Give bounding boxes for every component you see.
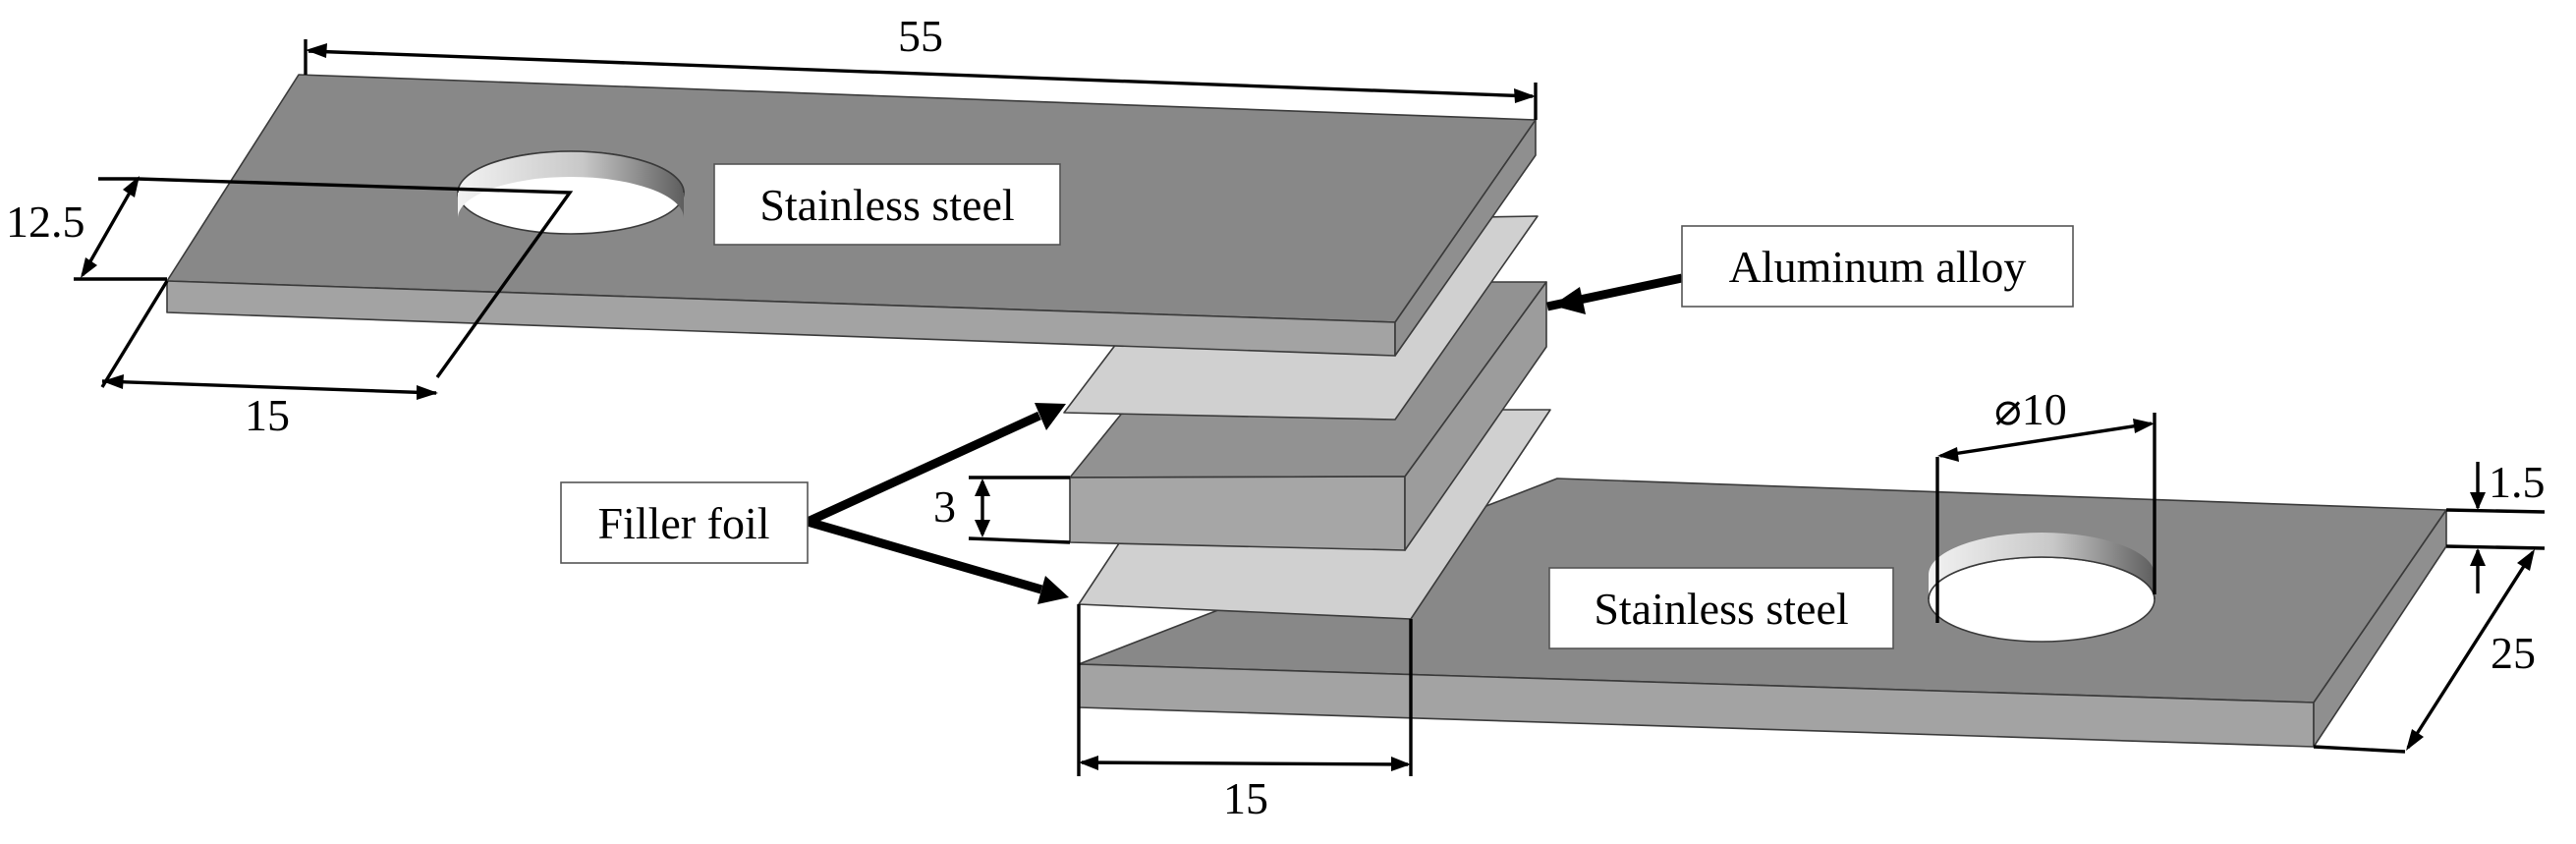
dimension-overlap-length-top-label: 15 xyxy=(245,390,290,440)
dimension-plate-thickness-label: 1.5 xyxy=(2489,457,2546,507)
dimension-overlap-length-bottom: 15 xyxy=(1077,604,1413,823)
label-top-stainless-steel-text: Stainless steel xyxy=(759,180,1014,230)
label-aluminum-alloy: Aluminum alloy xyxy=(1681,225,2074,308)
dimension-hole-diameter: ⌀10 xyxy=(1935,384,2156,623)
dimension-plate-width: 25 xyxy=(2313,549,2536,754)
bottom-plate-hole xyxy=(1928,533,2156,643)
label-top-stainless-steel: Stainless steel xyxy=(713,163,1061,246)
dimension-overlap-length-top: 15 xyxy=(100,280,438,440)
dimension-block-thickness: 3 xyxy=(933,476,1071,544)
dimension-plate-length: 55 xyxy=(304,11,1538,120)
aluminum-block-front-face xyxy=(1069,476,1406,551)
filler-leader-lower xyxy=(806,517,1043,594)
label-bottom-stainless-steel: Stainless steel xyxy=(1548,567,1894,649)
label-filler-foil: Filler foil xyxy=(560,481,809,564)
dimension-plate-thickness: 1.5 xyxy=(2445,457,2546,593)
dimension-block-thickness-label: 3 xyxy=(933,481,956,532)
top-plate-right-face xyxy=(1394,119,1537,357)
aluminum-block-right-face xyxy=(1404,281,1547,551)
dimension-hole-diameter-label: ⌀10 xyxy=(1994,384,2067,434)
dimension-overlap-width: 12.5 xyxy=(6,176,574,378)
dimension-plate-width-label: 25 xyxy=(2491,628,2536,678)
label-aluminum-alloy-text: Aluminum alloy xyxy=(1729,242,2027,292)
label-filler-foil-text: Filler foil xyxy=(597,498,769,548)
dimension-overlap-width-label: 12.5 xyxy=(6,197,85,247)
filler-leader-upper xyxy=(806,411,1041,527)
dimension-plate-length-label: 55 xyxy=(898,11,943,61)
leader-arrows xyxy=(806,273,1683,604)
dimension-overlap-length-bottom-label: 15 xyxy=(1223,773,1268,823)
label-bottom-stainless-steel-text: Stainless steel xyxy=(1594,584,1848,634)
